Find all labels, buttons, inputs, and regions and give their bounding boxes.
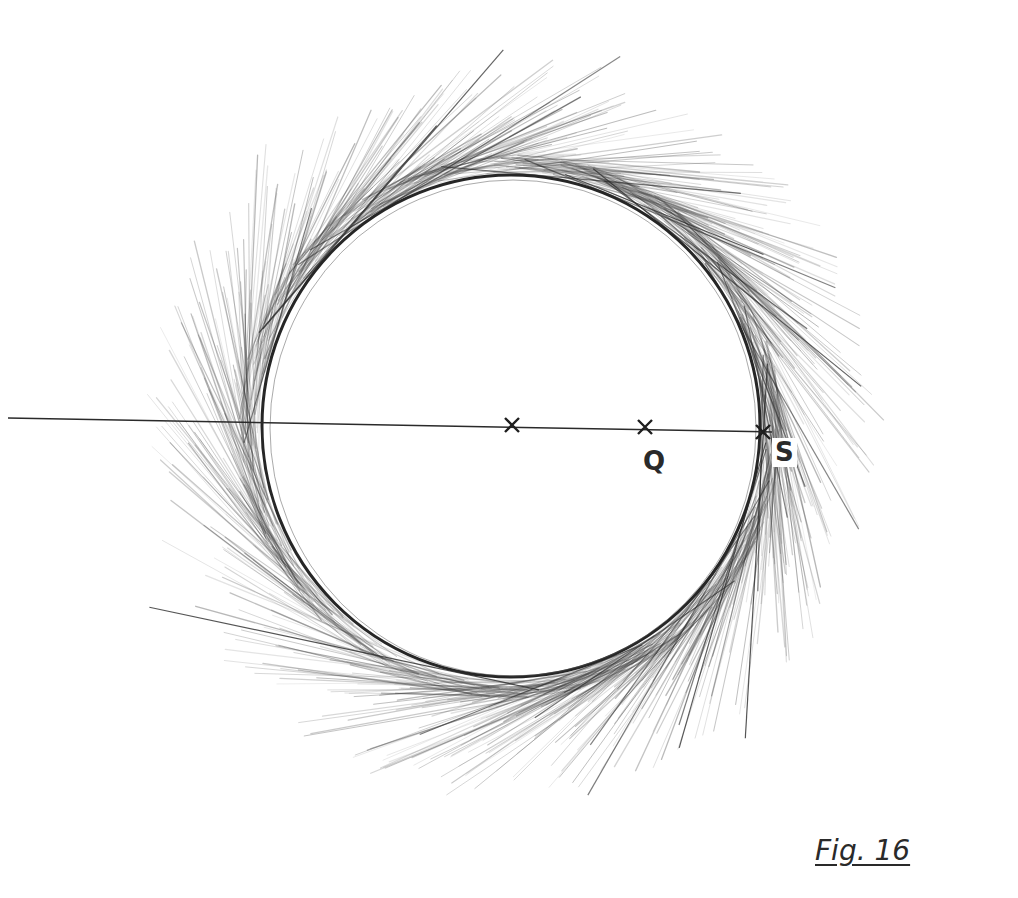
tangent-line [447,135,722,173]
figure-caption: Fig. 16 [812,836,913,867]
tangent-line [298,57,620,265]
tangent-line [249,204,251,450]
tangent-line [596,170,837,267]
tangent-line [314,162,399,244]
tangent-line [302,89,467,271]
tangent-line [191,258,263,520]
tangent-line [474,644,652,726]
tangent-line [331,116,499,245]
tangent-line [223,547,389,665]
tangent-line [229,489,343,616]
tangent-line [259,126,437,333]
point-marks [505,418,770,439]
tangent-line [148,395,323,611]
tangent-line [744,306,787,518]
tangent-line [201,333,270,540]
tangent-line [346,78,547,220]
point-mark [756,425,770,439]
tangent-line [404,94,625,183]
tangent-line [578,584,732,750]
tangent-line [272,610,419,674]
tangent-line [226,251,265,494]
tangent-line [224,661,500,691]
tangent-line [211,527,397,657]
major-axis [8,418,772,432]
tangent-line [424,114,688,176]
tangent-line [299,123,419,272]
tangent-line [361,119,513,221]
tangent-line [184,357,285,567]
tangent-line [448,646,643,730]
tangent-line [328,689,528,691]
tangent-line [161,328,294,582]
point-mark [505,418,519,432]
tangent-line [227,488,343,617]
tangent-line [535,581,735,718]
tangent-hatching [148,60,884,795]
tangent-line [265,144,355,324]
tangent-line [497,611,689,771]
tangent-line [371,669,625,773]
tangent-line [294,584,367,643]
tangent-line [306,98,476,252]
tangent-line [264,110,371,358]
tangent-line [355,659,613,755]
tangent-line [263,50,503,329]
tangent-line [214,558,410,668]
tangent-line [326,87,514,252]
tangent-line [593,169,861,387]
tangent-line [604,181,807,329]
tangent-line [596,181,835,284]
point-mark [638,420,652,434]
tangent-line [228,548,390,663]
tangent-line [244,485,298,584]
point-label: S [772,438,797,467]
tangent-line [414,642,647,765]
tangent-line [262,522,334,612]
tangent-line [694,247,869,472]
tangent-line [244,208,311,443]
tangent-line [590,516,754,745]
tangent-line [149,607,539,690]
tangent-line [277,682,539,684]
tangent-line [636,521,752,771]
tangent-line [774,412,776,531]
tangent-line [730,455,772,652]
tangent-line [297,178,375,286]
point-label: Q [640,447,668,476]
tangent-line [521,681,600,705]
tangent-line [236,639,503,688]
tangent-line [391,101,609,202]
tangent-line [467,645,668,773]
tangent-line [451,651,645,757]
tangent-line [333,66,553,230]
ellipse-outline [262,175,760,677]
tangent-line [288,117,421,276]
tangent-line [745,364,767,739]
